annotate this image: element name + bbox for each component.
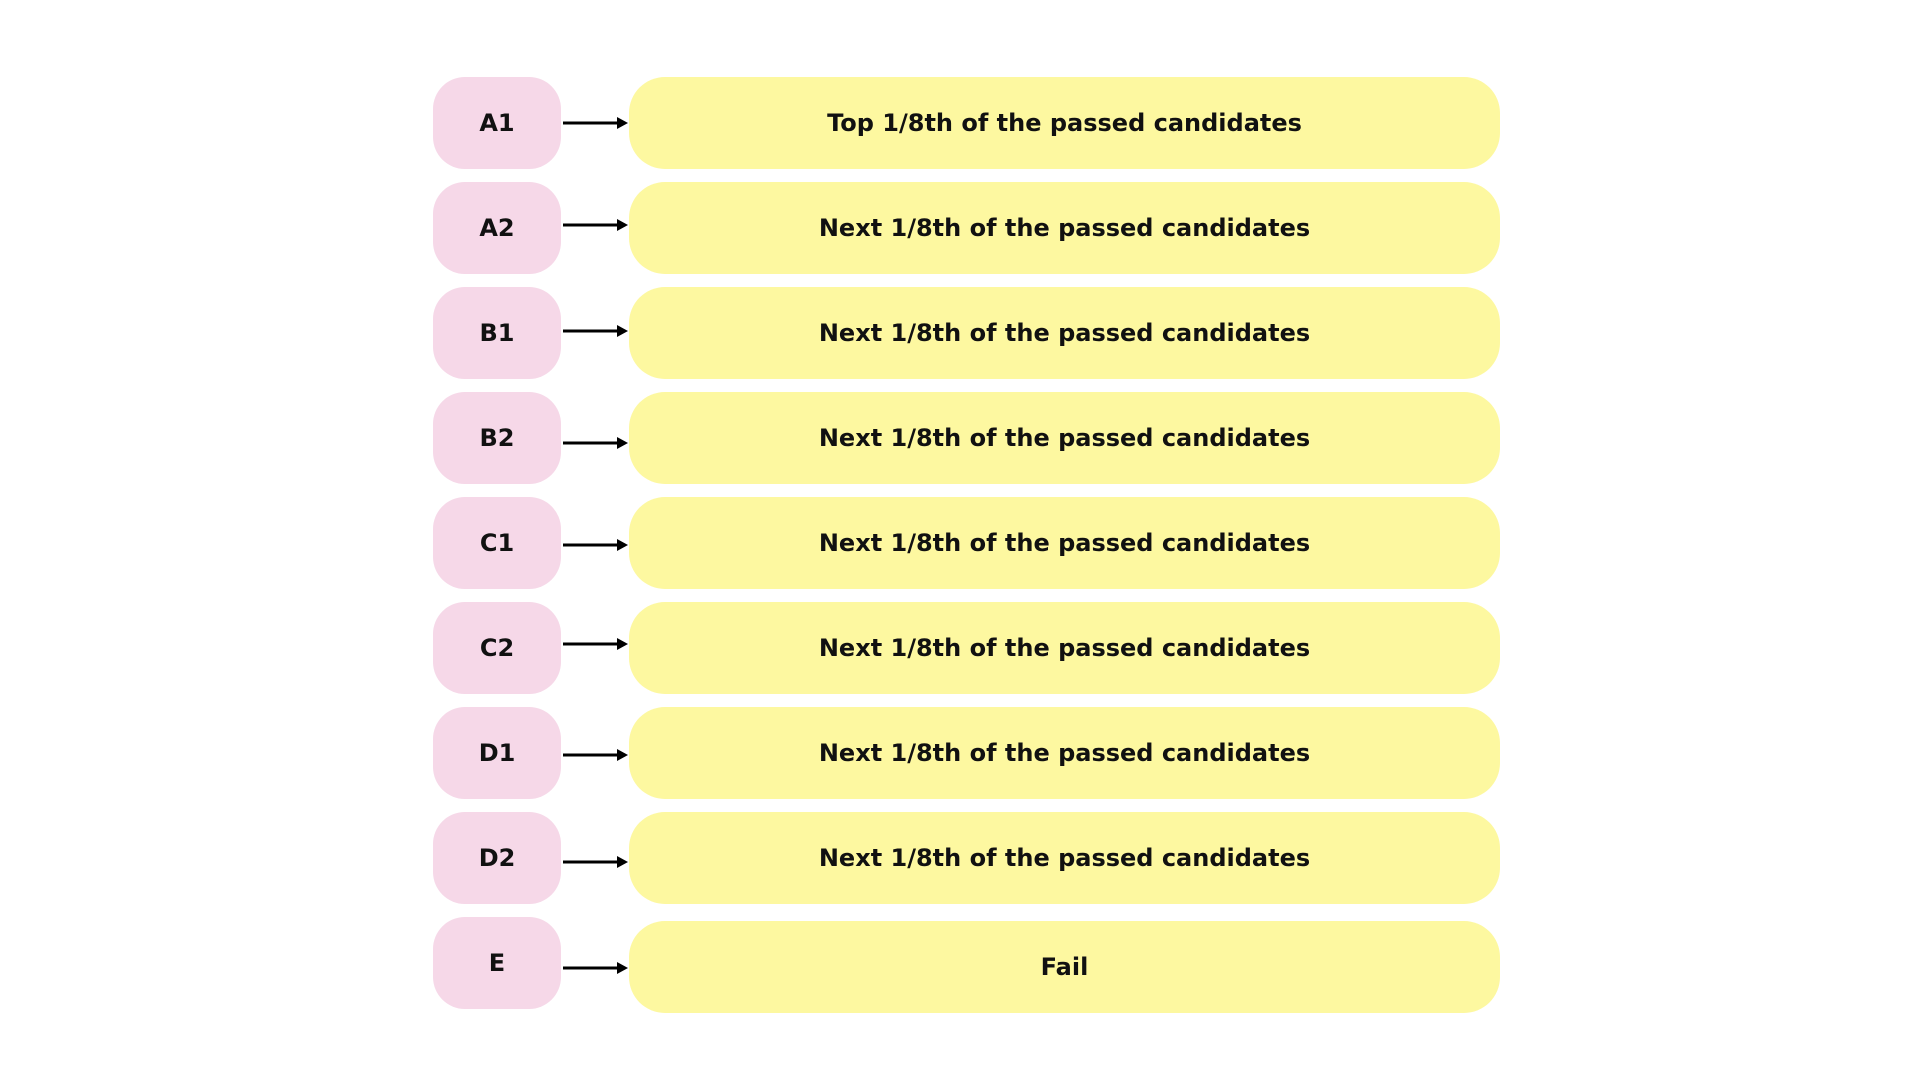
grade-description: Next 1/8th of the passed candidates	[629, 812, 1500, 904]
arrow-right-icon	[561, 77, 629, 169]
grade-label: D1	[433, 707, 561, 799]
arrow-right-icon	[561, 287, 629, 379]
grade-description: Next 1/8th of the passed candidates	[629, 497, 1500, 589]
grade-description: Next 1/8th of the passed candidates	[629, 392, 1500, 484]
grade-row-c1: C1 Next 1/8th of the passed candidates	[0, 497, 1920, 589]
grade-label: A1	[433, 77, 561, 169]
grade-row-a1: A1 Top 1/8th of the passed candidates	[0, 77, 1920, 169]
grade-description: Fail	[629, 921, 1500, 1013]
grade-row-b2: B2 Next 1/8th of the passed candidates	[0, 392, 1920, 484]
grade-label: E	[433, 917, 561, 1009]
arrow-right-icon	[561, 182, 629, 274]
arrow-right-icon	[561, 497, 629, 589]
grade-row-e: E Fail	[0, 917, 1920, 1013]
grade-description: Top 1/8th of the passed candidates	[629, 77, 1500, 169]
grade-label: B1	[433, 287, 561, 379]
grade-row-b1: B1 Next 1/8th of the passed candidates	[0, 287, 1920, 379]
grade-label: C2	[433, 602, 561, 694]
grade-description: Next 1/8th of the passed candidates	[629, 602, 1500, 694]
grade-description: Next 1/8th of the passed candidates	[629, 287, 1500, 379]
grade-row-d2: D2 Next 1/8th of the passed candidates	[0, 812, 1920, 904]
arrow-right-icon	[561, 602, 629, 694]
grade-row-d1: D1 Next 1/8th of the passed candidates	[0, 707, 1920, 799]
grade-row-a2: A2 Next 1/8th of the passed candidates	[0, 182, 1920, 274]
arrow-right-icon	[561, 392, 629, 484]
grade-label: C1	[433, 497, 561, 589]
grade-description: Next 1/8th of the passed candidates	[629, 182, 1500, 274]
grade-label: B2	[433, 392, 561, 484]
arrow-right-icon	[561, 917, 629, 1009]
grade-row-c2: C2 Next 1/8th of the passed candidates	[0, 602, 1920, 694]
grade-label: A2	[433, 182, 561, 274]
arrow-right-icon	[561, 707, 629, 799]
arrow-right-icon	[561, 812, 629, 904]
grade-label: D2	[433, 812, 561, 904]
grade-description: Next 1/8th of the passed candidates	[629, 707, 1500, 799]
